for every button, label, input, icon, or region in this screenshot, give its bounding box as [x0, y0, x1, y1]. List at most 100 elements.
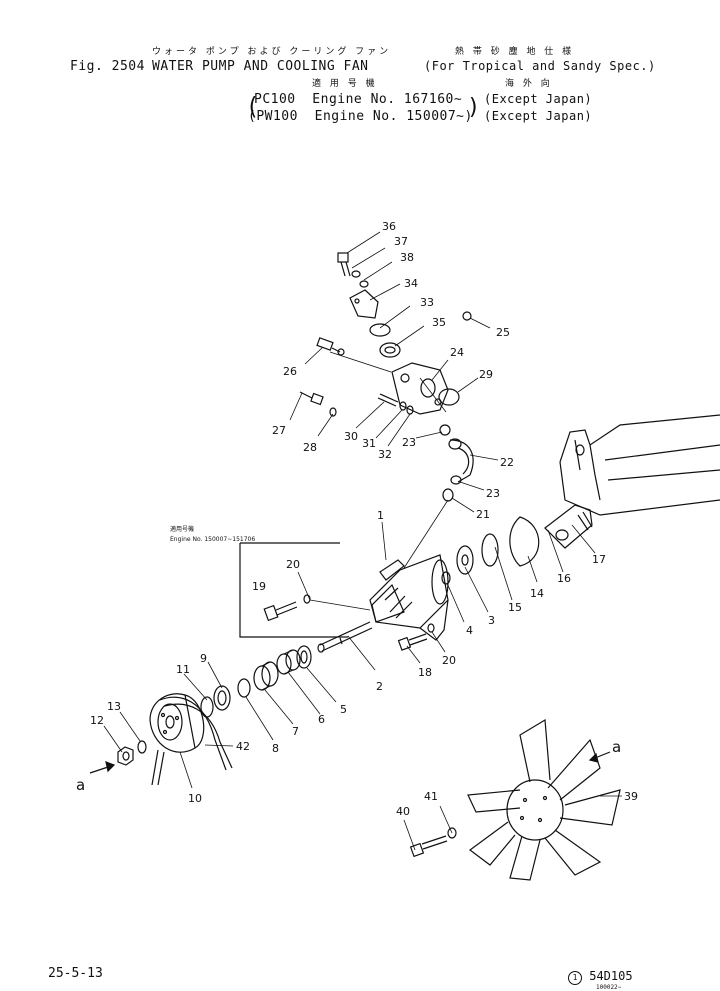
callout-4: 4	[466, 624, 473, 637]
callout-22: 22	[500, 456, 514, 469]
bolt-18	[397, 633, 428, 651]
bolt-19	[263, 601, 298, 622]
bolt-30	[377, 393, 399, 407]
spacer-6	[276, 649, 301, 675]
note-1: (Except Japan)	[484, 92, 593, 106]
note-2: (Except Japan)	[484, 109, 593, 123]
callout-9: 9	[200, 652, 207, 665]
washer-41	[447, 827, 457, 839]
callout-10: 10	[188, 792, 202, 805]
callout-16: 16	[557, 572, 571, 585]
fan-pulley-10	[149, 693, 205, 753]
callout-36: 36	[382, 220, 396, 233]
cooling-fan-39	[467, 718, 621, 881]
callout-20: 20	[442, 654, 456, 667]
snap-ring-14	[509, 516, 540, 567]
callout-21: 21	[476, 508, 490, 521]
callout-30: 30	[344, 430, 358, 443]
callout-32: 32	[378, 448, 392, 461]
bracket-open: (	[246, 93, 260, 122]
callout-39: 39	[624, 790, 638, 803]
leader-lines	[103, 231, 622, 851]
thermostat-cover-34	[349, 289, 379, 319]
document-code: 1 54D105	[568, 969, 633, 985]
callout-41: 41	[424, 790, 438, 803]
washer-20	[427, 623, 435, 633]
inset-jp-label: 適用号機	[170, 525, 194, 533]
thermostat-35	[379, 342, 401, 358]
bolt-40	[409, 835, 448, 858]
document-subcode: 100022∼	[596, 984, 622, 991]
washer-37	[351, 270, 361, 278]
hose-22	[448, 438, 474, 483]
callout-15: 15	[508, 601, 522, 614]
model-line-1: PC100 Engine No. 167160∼	[254, 92, 462, 107]
callout-25: 25	[496, 326, 510, 339]
inset-box: 適用号機 Engine No. 150007∼151706	[170, 525, 348, 638]
washer-13	[137, 740, 147, 754]
engine-range-1: Engine No. 167160∼	[312, 92, 463, 107]
bearing-5	[296, 645, 312, 669]
callout-37: 37	[394, 235, 408, 248]
pump-shaft-2	[317, 621, 373, 653]
model-1: PC100	[254, 92, 296, 107]
seal-4	[441, 571, 451, 585]
callout-28: 28	[303, 441, 317, 454]
sensor-26	[316, 337, 345, 356]
callout-1: 1	[377, 509, 384, 522]
callout-27: 27	[272, 424, 286, 437]
japanese-title: ウォータ ポンプ および クーリング ファン	[152, 47, 392, 57]
model-line-2: (PW100 Engine No. 150007∼)	[248, 109, 473, 124]
impeller-3	[456, 545, 474, 575]
view-marker-right: a	[612, 738, 621, 756]
callout-29: 29	[479, 368, 493, 381]
bearing-7	[253, 661, 279, 691]
callout-17: 17	[592, 553, 606, 566]
nut-38	[359, 280, 369, 288]
nut-12	[117, 746, 134, 766]
water-flange-24	[391, 362, 449, 415]
page-reference: 25-5-13	[48, 966, 103, 981]
callout-3: 3	[488, 614, 495, 627]
view-marker-left: a	[76, 776, 85, 794]
callout-13: 13	[107, 700, 121, 713]
model-2: PW100	[256, 109, 298, 124]
callout-5: 5	[340, 703, 347, 716]
engine-range-2: Engine No. 150007∼	[314, 109, 465, 124]
callout-18: 18	[418, 666, 432, 679]
callout-6: 6	[318, 713, 325, 726]
inset-engine-range: Engine No. 150007∼151706	[170, 536, 255, 543]
callout-12: 12	[90, 714, 104, 727]
o-ring-15	[481, 533, 499, 567]
callout-40: 40	[396, 805, 410, 818]
gasket-29	[438, 388, 460, 406]
callout-23-lower: 23	[486, 487, 500, 500]
figure-label: Fig. 2504	[70, 59, 145, 74]
washer-20-inset	[303, 594, 311, 604]
engine-block-outline	[559, 414, 720, 516]
clamp-23-upper	[439, 424, 451, 436]
bracket-close: )	[467, 95, 481, 120]
bolt-36	[337, 252, 351, 277]
callout-2: 2	[376, 680, 383, 693]
circled-one-icon: 1	[568, 971, 582, 985]
callout-42: 42	[236, 740, 250, 753]
callout-7: 7	[292, 725, 299, 738]
clamp-23-lower	[450, 475, 462, 485]
figure-title: WATER PUMP AND COOLING FAN	[152, 59, 369, 74]
seal-9	[213, 685, 231, 711]
callout-33: 33	[420, 296, 434, 309]
plug-25	[462, 311, 472, 321]
water-pump-body	[369, 554, 449, 641]
callout-31: 31	[362, 437, 376, 450]
snap-ring-8	[237, 678, 251, 698]
callout-24: 24	[450, 346, 464, 359]
callout-26: 26	[283, 365, 297, 378]
bracket-17	[544, 504, 593, 549]
callout-38: 38	[400, 251, 414, 264]
sensor-27	[299, 391, 324, 406]
view-arrow-left	[89, 761, 116, 774]
gasket-28	[329, 407, 337, 417]
callout-14: 14	[530, 587, 544, 600]
